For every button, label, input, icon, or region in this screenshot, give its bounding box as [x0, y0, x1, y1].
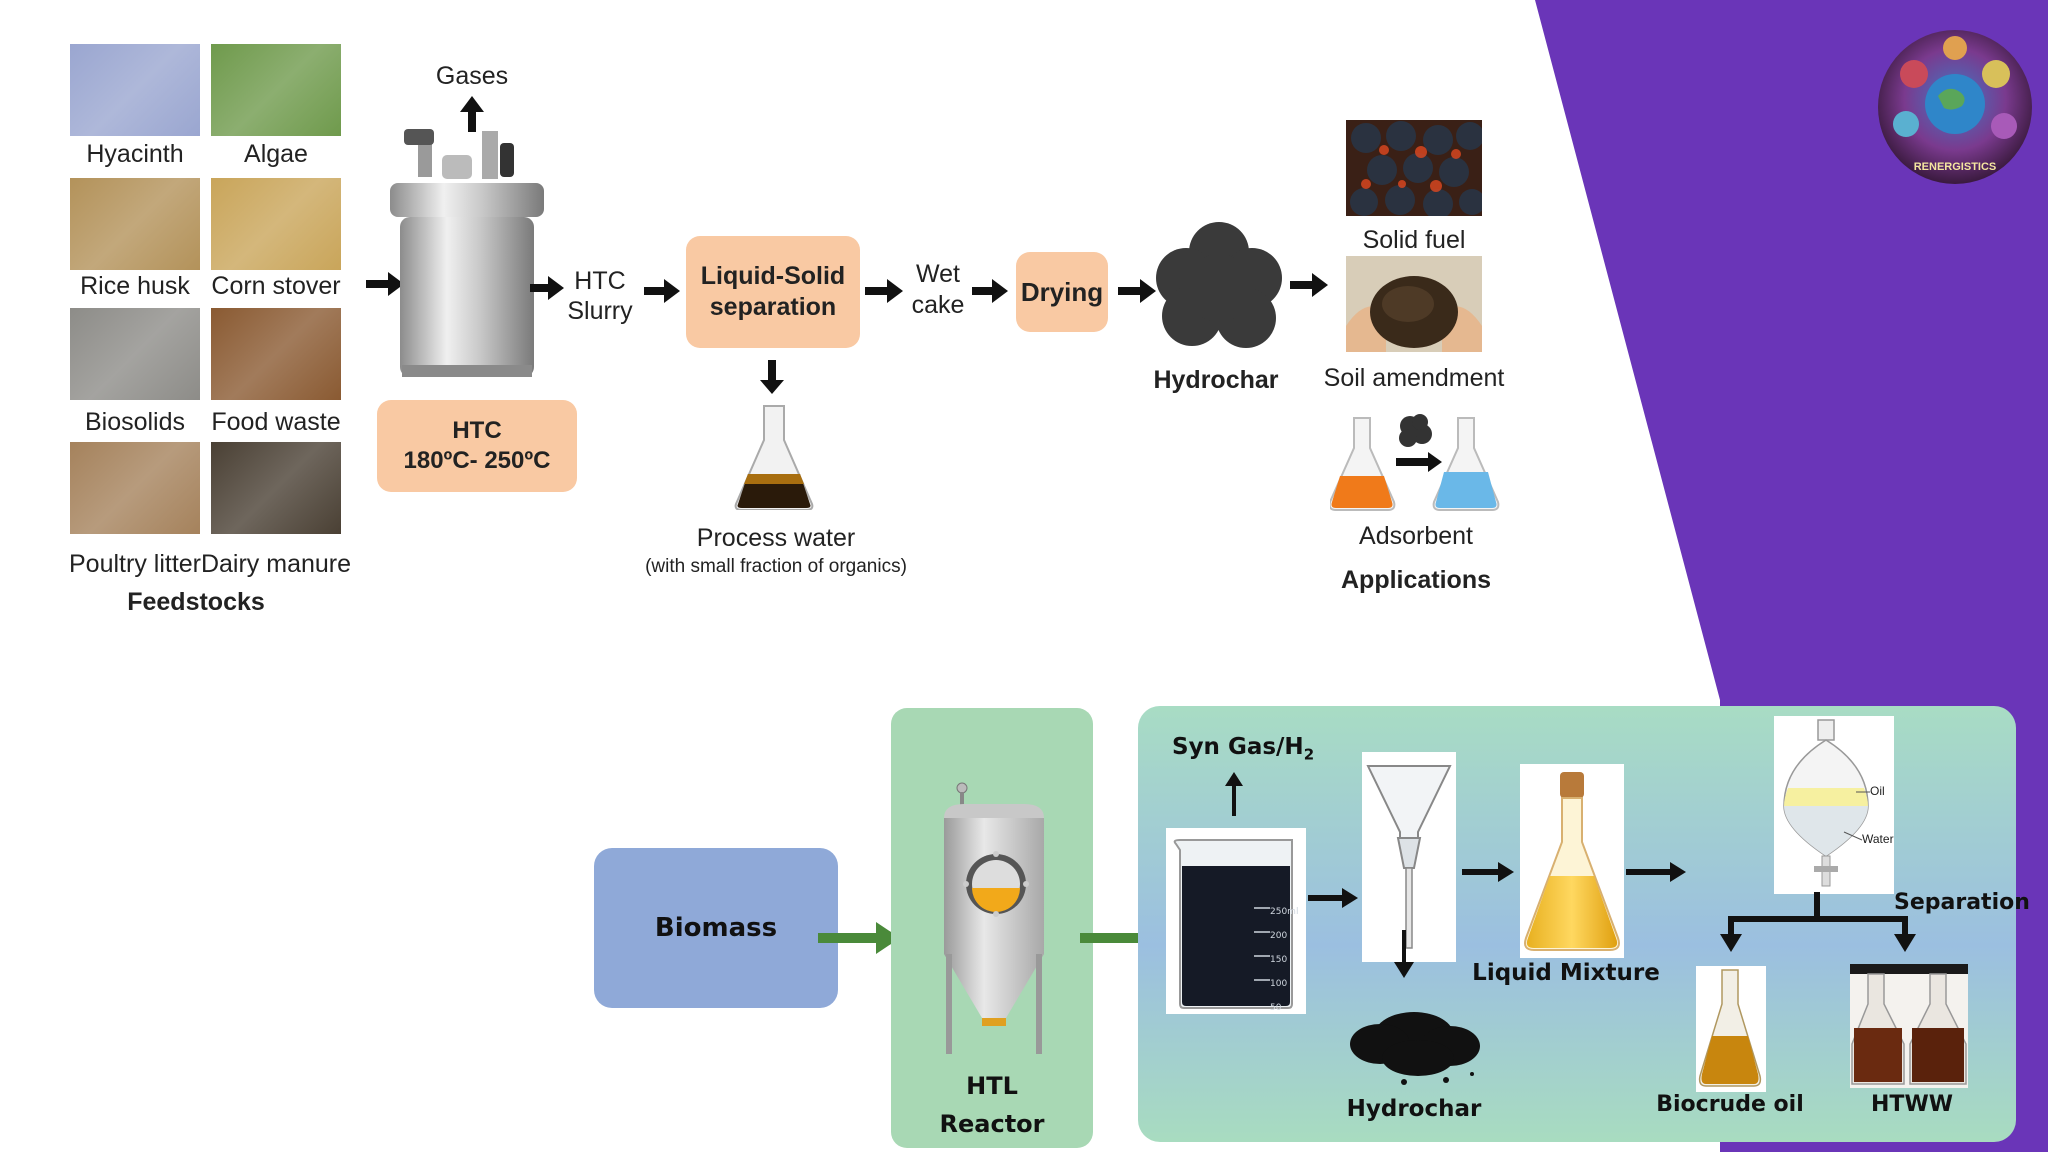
- feedstock-image-hyacinth: [70, 44, 200, 136]
- liquid-mixture-flask: [1524, 772, 1620, 951]
- htc-hydrochar-label: Hydrochar: [1153, 366, 1279, 394]
- slurry-line1: HTC: [574, 267, 626, 295]
- htc-slurry-label: HTC Slurry: [567, 266, 632, 326]
- htww-bottles: [1850, 964, 1968, 1085]
- feedstock-image-biosolids: [70, 308, 200, 400]
- beaker-mark-200: 200: [1270, 931, 1288, 941]
- feedstock-image-rice-husk: [70, 178, 200, 270]
- arrow-beaker-to-filter: [1308, 888, 1358, 908]
- beaker-mark-250: 250ml: [1270, 907, 1299, 917]
- beaker-marks: 250ml 200 150 100 50: [1270, 900, 1298, 1020]
- funnel-oil-label: Oil: [1870, 784, 1885, 798]
- drying-box: Drying: [1016, 252, 1108, 332]
- separatory-funnel-image: [1783, 719, 1870, 887]
- htl-hydrochar-blob: [1350, 1012, 1480, 1085]
- feedstock-label: Poultry litter: [69, 550, 201, 578]
- beaker-mark-50: 50: [1270, 1003, 1282, 1013]
- beaker-mark-100: 100: [1270, 979, 1288, 989]
- arrow-syngas-up: [1225, 772, 1243, 816]
- feedstock-image-poultry-litter: [70, 442, 200, 534]
- renergistics-logo: RENERGISTICS: [1876, 28, 2034, 186]
- syngas-label: Syn Gas/H2: [1172, 734, 1314, 764]
- feedstocks-title: Feedstocks: [127, 588, 265, 616]
- feedstock-image-corn-stover: [211, 178, 341, 270]
- feedstock-label: Biosolids: [84, 408, 186, 436]
- htww-label: HTWW: [1871, 1092, 1953, 1117]
- gases-label: Gases: [435, 62, 509, 90]
- feedstock-label: Hyacinth: [86, 140, 184, 168]
- application-soil-amendment: Soil amendment: [1323, 364, 1505, 392]
- process-water-note: (with small fraction of organics): [645, 556, 907, 577]
- feedstock-label: Dairy manure: [200, 550, 352, 578]
- wet-cake-line1: Wet: [916, 260, 960, 288]
- arrow-reactor-to-slurry: [530, 276, 564, 300]
- solid-fuel-image: [1346, 120, 1482, 216]
- arrow-gases-up: [460, 96, 484, 132]
- biomass-box: Biomass: [594, 848, 838, 1008]
- feedstock-label: Food waste: [211, 408, 341, 436]
- htl-reactor-vessel: [944, 782, 1044, 1054]
- process-water-flask: [734, 405, 814, 510]
- htc-box-line1: HTC: [452, 417, 502, 444]
- arrow-drying-to-hydrochar: [1118, 279, 1156, 303]
- htc-temperature-box: HTC 180ºC- 250ºC: [377, 400, 577, 492]
- syngas-subscript: 2: [1303, 745, 1315, 764]
- arrow-filter-to-mixture: [1462, 862, 1514, 882]
- biocrude-flask: [1698, 969, 1762, 1087]
- drying-label: Drying: [1020, 276, 1104, 307]
- biomass-label: Biomass: [654, 912, 778, 943]
- arrow-hydrochar-to-applications: [1290, 273, 1328, 297]
- arrow-filter-down: [1394, 930, 1414, 978]
- feedstock-label: Algae: [244, 140, 308, 168]
- liquid-mixture-label: Liquid Mixture: [1472, 960, 1660, 986]
- hydrochar-blob: [1156, 222, 1282, 348]
- arrow-separation-down: [760, 360, 784, 394]
- filter-funnel-image: [1366, 765, 1452, 949]
- arrow-biomass-to-reactor: [818, 922, 900, 954]
- adsorbent-image: [1330, 414, 1500, 511]
- arrow-separation-to-wetcake: [865, 279, 903, 303]
- arrow-wetcake-to-drying: [972, 279, 1008, 303]
- separation-line2: separation: [709, 293, 837, 321]
- feedstock-image-dairy-manure: [211, 442, 341, 534]
- arrow-mixture-to-separator: [1626, 862, 1686, 882]
- feedstock-label: Rice husk: [80, 272, 190, 300]
- htc-reactor-vessel: [390, 129, 544, 377]
- htl-reactor-line2: Reactor: [939, 1110, 1045, 1138]
- slurry-line2: Slurry: [567, 297, 633, 325]
- soil-amendment-image: [1346, 256, 1482, 352]
- process-water-label: Process water: [696, 524, 856, 552]
- funnel-water-label: Water: [1862, 832, 1894, 846]
- wet-cake-label: Wet cake: [912, 259, 965, 320]
- arrow-feedstock-to-reactor: [366, 272, 404, 296]
- htl-reactor-line1: HTL: [966, 1072, 1018, 1100]
- arrow-slurry-to-separation: [644, 279, 680, 303]
- logo-text: RENERGISTICS: [1914, 161, 1997, 173]
- wet-cake-line2: cake: [911, 290, 965, 319]
- liquid-solid-separation-box: Liquid-Solid separation: [686, 236, 860, 348]
- biocrude-label: Biocrude oil: [1656, 1092, 1804, 1117]
- htc-box-line2: 180ºC- 250ºC: [403, 447, 551, 474]
- beaker-image: [1173, 839, 1293, 1009]
- feedstock-image-algae: [211, 44, 341, 136]
- beaker-mark-150: 150: [1270, 955, 1288, 965]
- application-adsorbent: Adsorbent: [1359, 522, 1473, 550]
- htl-hydrochar-label: Hydrochar: [1346, 1096, 1482, 1122]
- separation-label: Separation: [1894, 890, 2030, 915]
- separation-branch-arrows: [1720, 892, 1916, 952]
- separation-line1: Liquid-Solid: [700, 261, 846, 290]
- application-solid-fuel: Solid fuel: [1362, 226, 1466, 254]
- feedstock-image-food-waste: [211, 308, 341, 400]
- applications-title: Applications: [1340, 566, 1492, 594]
- feedstock-label: Corn stover: [211, 272, 341, 300]
- syngas-text: Syn Gas/H: [1172, 734, 1304, 760]
